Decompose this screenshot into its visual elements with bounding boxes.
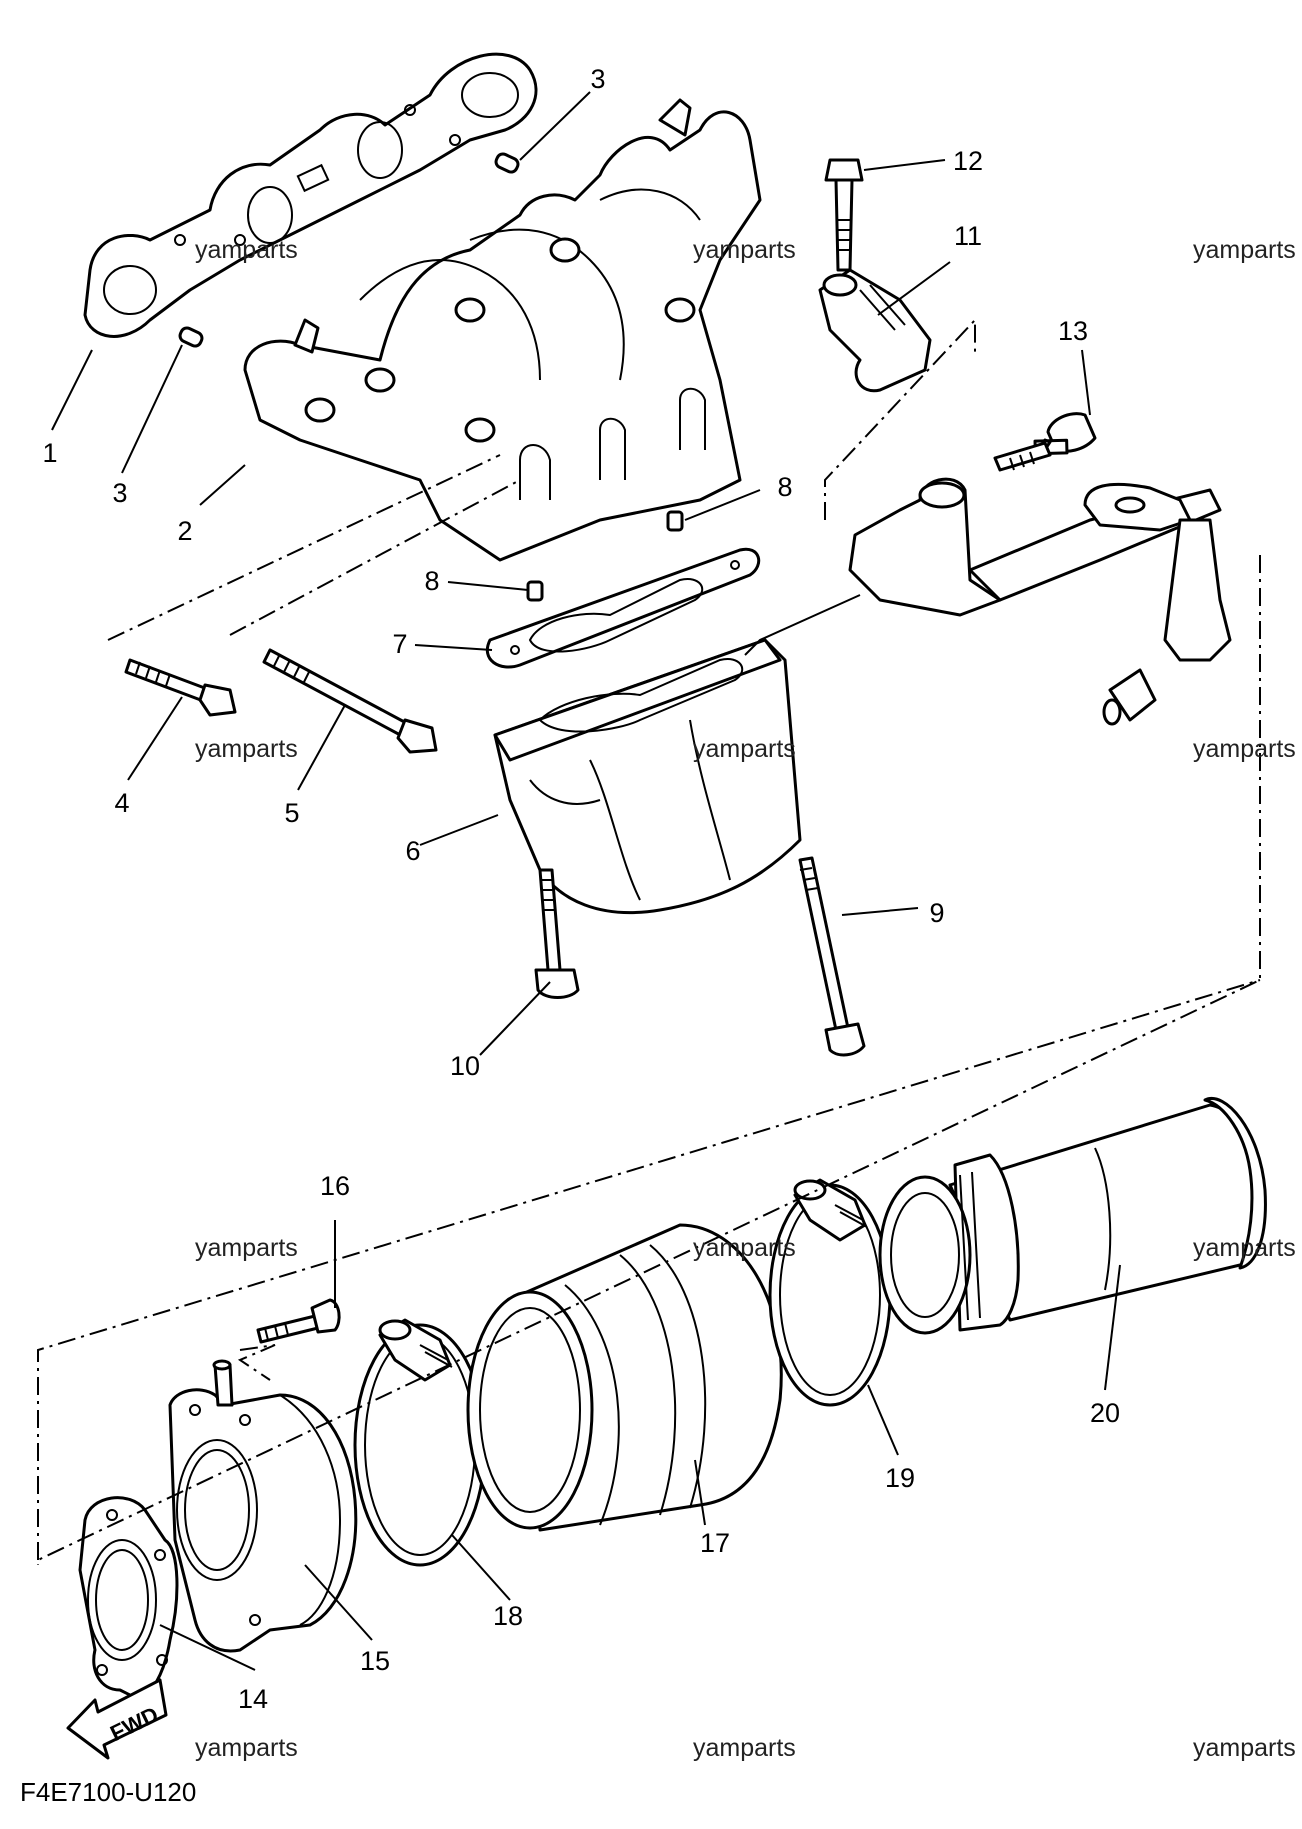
watermark: yamparts: [1193, 1234, 1296, 1262]
part-17-rubber-hose: [466, 1223, 783, 1532]
callout-6: 6: [405, 836, 420, 866]
callout-8-right: 8: [777, 472, 792, 502]
callout-18: 18: [493, 1601, 523, 1631]
callout-4: 4: [114, 788, 129, 818]
callout-19: 19: [885, 1463, 915, 1493]
leader-lines: [51, 91, 1121, 1671]
part-8-dowel-left: [526, 580, 544, 602]
part-6-exhaust-chamber: [493, 638, 802, 915]
watermark: yamparts: [195, 735, 298, 763]
callout-3-top: 3: [590, 64, 605, 94]
callout-8-left: 8: [424, 566, 439, 596]
part-11-bracket: [818, 268, 932, 393]
callout-labels: 1 2 3 3 4 5 6 7 8 8 9 10 11 12 13 14 15 …: [42, 64, 1120, 1714]
watermark: yamparts: [195, 1734, 298, 1762]
watermark: yamparts: [1193, 236, 1296, 264]
part-14-gasket: [78, 1496, 179, 1702]
watermark: yamparts: [1193, 1734, 1296, 1762]
part-20-exhaust-pipe: [878, 1097, 1267, 1335]
part-19-hose-clamp: [768, 1178, 892, 1407]
part-15-exhaust-joint: [168, 1359, 358, 1653]
part-13-bolt: [993, 412, 1097, 472]
drawing-code: F4E7100-U120: [20, 1777, 196, 1807]
watermark: yamparts: [693, 236, 796, 264]
part-3-dowel-pin-lower: [178, 326, 204, 348]
callout-3-left: 3: [112, 478, 127, 508]
watermark: yamparts: [693, 735, 796, 763]
part-12-bolt: [824, 158, 864, 272]
callout-15: 15: [360, 1646, 390, 1676]
part-10-bolt: [534, 868, 580, 999]
callout-11: 11: [954, 221, 982, 251]
fwd-arrow-icon: FWD: [66, 1678, 168, 1760]
callout-2: 2: [177, 516, 192, 546]
part-16-bolt: [256, 1298, 341, 1344]
callout-17: 17: [700, 1528, 730, 1558]
water-pipe-assembly: [744, 477, 1232, 726]
watermarks: yamparts yamparts yamparts yamparts yamp…: [195, 236, 1296, 1762]
callout-7: 7: [392, 629, 407, 659]
part-8-dowel-right: [666, 510, 684, 532]
watermark: yamparts: [693, 1734, 796, 1762]
callout-16: 16: [320, 1171, 350, 1201]
part-9-stud-bolt: [798, 856, 866, 1057]
callout-5: 5: [284, 798, 299, 828]
watermark: yamparts: [693, 1234, 796, 1262]
alignment-lines: [37, 317, 1261, 1565]
callout-1: 1: [42, 438, 57, 468]
callout-9: 9: [929, 898, 944, 928]
watermark: yamparts: [195, 1234, 298, 1262]
callout-10: 10: [450, 1051, 480, 1081]
callout-20: 20: [1090, 1398, 1120, 1428]
callout-13: 13: [1058, 316, 1088, 346]
watermark: yamparts: [1193, 735, 1296, 763]
part-1-gasket: [83, 52, 538, 338]
part-3-dowel-pin-upper: [494, 152, 520, 174]
part-7-gasket: [485, 547, 761, 669]
callout-12: 12: [953, 146, 983, 176]
part-4-bolt: [124, 658, 237, 717]
watermark: yamparts: [195, 236, 298, 264]
part-2-exhaust-manifold: [243, 98, 762, 562]
part-18-hose-clamp: [353, 1318, 487, 1567]
part-5-bolt: [262, 648, 438, 754]
callout-14: 14: [238, 1684, 268, 1714]
